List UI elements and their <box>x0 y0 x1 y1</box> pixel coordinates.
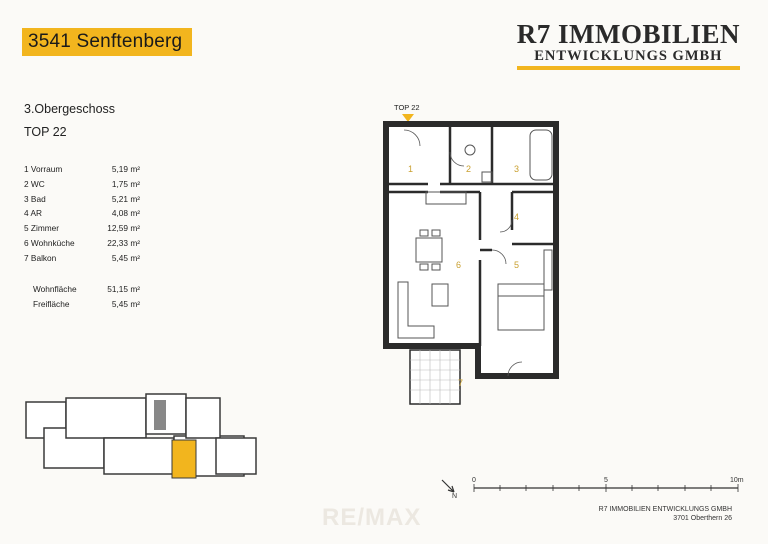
room-area: 5,19 m² <box>111 164 140 174</box>
door-swings <box>403 129 523 377</box>
unit-highlight <box>171 439 197 479</box>
balcony <box>409 349 461 405</box>
room-area: 22,33 m² <box>107 237 140 248</box>
room-numbers: 1 2 3 4 5 6 7 <box>408 164 519 388</box>
footer-address: R7 IMMOBILIEN ENTWICKLUNGS GMBH 3701 Obe… <box>599 505 732 523</box>
room-row: 4 AR 4,08 m² <box>24 206 140 221</box>
room-row: 2 WC 1,75 m² <box>24 177 140 192</box>
scale-label-0: 0 <box>472 477 476 484</box>
room-row: 7 Balkon 5,45 m² <box>24 251 140 266</box>
outer-walls <box>383 121 559 379</box>
room-number: 6 <box>456 260 461 270</box>
north-arrow-icon <box>441 479 455 493</box>
bathtub <box>529 129 553 181</box>
room-row: 3 Bad 5,21 m² <box>24 192 140 207</box>
scale-bar: 0 5 10m <box>472 477 744 492</box>
floor-label: 3.Obergeschoss <box>24 102 116 116</box>
room-area: 4,08 m² <box>111 208 140 219</box>
sink <box>481 171 493 183</box>
plan-unit-label: TOP 22 <box>394 103 420 112</box>
room-area: 5,21 m² <box>111 193 140 204</box>
room-name: 5 Zimmer <box>24 223 60 234</box>
room-number: 4 <box>514 212 519 222</box>
room-row: 6 Wohnküche 22,33 m² <box>24 236 140 251</box>
room-area: 1,75 m² <box>111 178 140 189</box>
dining-table <box>415 237 443 263</box>
room-number: 1 <box>408 164 413 174</box>
scale-label-5: 5 <box>604 477 608 484</box>
room-name: 2 WC <box>24 178 45 189</box>
balcony-grid <box>410 350 460 404</box>
room-area: 5,45 m² <box>111 252 140 263</box>
footer-street: 3701 Oberthern 26 <box>673 515 732 522</box>
room-number: 5 <box>514 260 519 270</box>
room-name: 4 AR <box>24 208 42 219</box>
project-title: 3541 Senftenberg <box>28 31 183 52</box>
room-name: 1 Vorraum <box>24 164 63 174</box>
total-row: Wohnfläche 51,15 m² <box>33 282 140 297</box>
area-totals: Wohnfläche 51,15 m² Freifläche 5,45 m² <box>33 282 140 312</box>
room-list: 1 Vorraum 5,19 m² 2 WC 1,75 m² 3 Bad 5,21 m… <box>24 162 140 266</box>
wardrobe <box>543 249 553 291</box>
kitchen-counter <box>425 191 467 205</box>
total-row: Freifläche 5,45 m² <box>33 297 140 312</box>
room-number: 7 <box>458 378 463 388</box>
project-title-box: 3541 Senftenberg <box>22 28 192 56</box>
sofa <box>397 281 435 339</box>
coffee-table <box>431 283 449 307</box>
scale-label-10: 10m <box>730 477 744 484</box>
dining-chairs <box>419 229 441 271</box>
room-name: 7 Balkon <box>24 252 57 263</box>
room-number: 2 <box>466 164 471 174</box>
total-area: 51,15 m² <box>107 284 140 294</box>
room-name: 6 Wohnküche <box>24 237 75 248</box>
scale-ticks <box>473 484 739 492</box>
bed <box>497 283 545 331</box>
room-name: 3 Bad <box>24 193 46 204</box>
site-key-plan <box>25 393 257 479</box>
total-name: Wohnfläche <box>33 284 77 294</box>
entrance-arrow-icon <box>402 114 414 122</box>
wc-toilet <box>464 144 476 156</box>
room-area: 12,59 m² <box>107 223 140 234</box>
room-row: 5 Zimmer 12,59 m² <box>24 221 140 236</box>
room-row: 1 Vorraum 5,19 m² <box>24 162 140 177</box>
watermark: RE/MAX <box>322 504 422 531</box>
building-outline <box>25 393 257 477</box>
footer-company: R7 IMMOBILIEN ENTWICKLUNGS GMBH <box>598 506 732 513</box>
room-number: 3 <box>514 164 519 174</box>
unit-label: TOP 22 <box>24 125 67 139</box>
total-name: Freifläche <box>33 298 70 309</box>
north-label: N <box>452 493 457 500</box>
brand-line-2: ENTWICKLUNGS GMBH <box>534 48 723 64</box>
brand-logo: R7 IMMOBILIEN ENTWICKLUNGS GMBH <box>516 19 740 70</box>
total-area: 5,45 m² <box>111 298 140 309</box>
stair-core <box>154 400 166 430</box>
floor-plan: TOP 22 <box>383 103 559 405</box>
north-arrow: N <box>441 479 457 500</box>
brand-underline <box>516 66 740 70</box>
brand-line-1: R7 IMMOBILIEN <box>516 19 740 49</box>
